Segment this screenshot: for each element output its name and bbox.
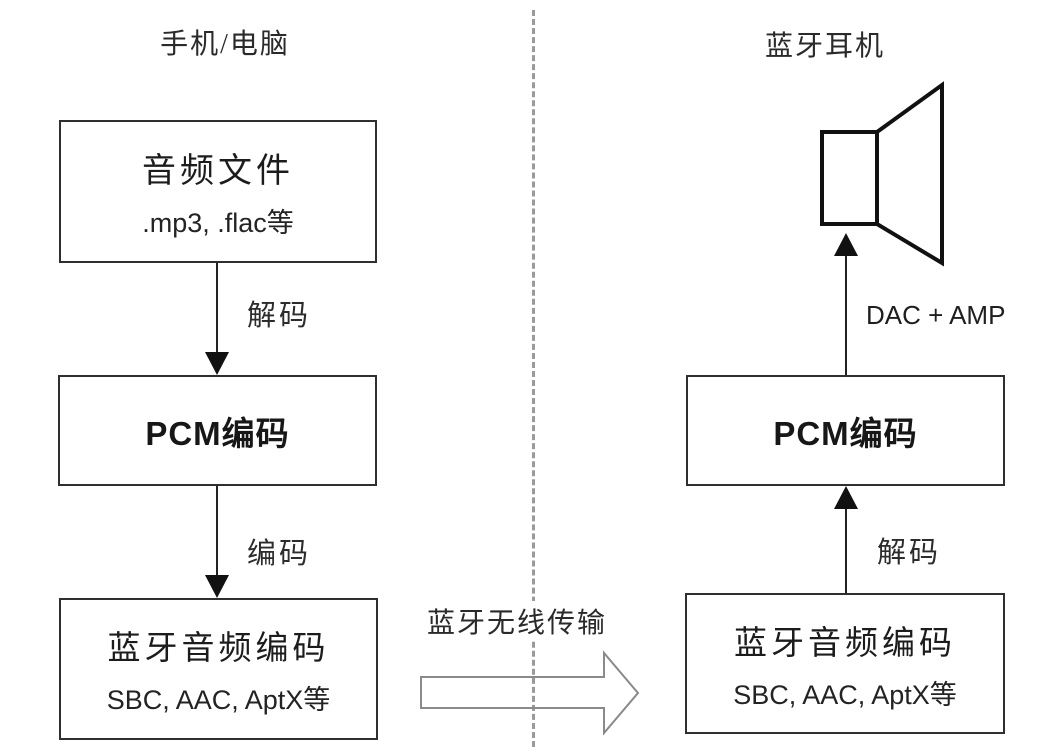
audio-file-box-title: 音频文件 bbox=[142, 153, 294, 190]
speaker-icon bbox=[820, 81, 944, 267]
decode-arrow-head-icon bbox=[205, 352, 229, 375]
pcm-box-left: PCM编码 bbox=[58, 375, 377, 486]
left-column-title: 手机/电脑 bbox=[160, 29, 290, 60]
pcm-box-right-title: PCM编码 bbox=[773, 414, 918, 452]
pcm-box-left-title: PCM编码 bbox=[145, 414, 290, 452]
bt-codec-box-left: 蓝牙音频编码 SBC, AAC, AptX等 bbox=[59, 598, 378, 740]
pcm-box-right: PCM编码 bbox=[686, 375, 1005, 486]
bt-codec-box-right-subtitle: SBC, AAC, AptX等 bbox=[733, 679, 957, 710]
encode-arrow-head-icon bbox=[205, 575, 229, 598]
dashed-divider-line bbox=[532, 10, 535, 747]
right-decode-arrow-line bbox=[845, 490, 847, 593]
right-decode-arrow-label: 解码 bbox=[877, 537, 942, 569]
audio-file-box: 音频文件 .mp3, .flac等 bbox=[59, 120, 377, 263]
right-decode-arrow-head-icon bbox=[834, 486, 858, 509]
encode-arrow-line bbox=[216, 486, 218, 578]
dac-amp-arrow-head-icon bbox=[834, 233, 858, 256]
bt-codec-box-right: 蓝牙音频编码 SBC, AAC, AptX等 bbox=[685, 593, 1005, 734]
decode-arrow-line bbox=[216, 263, 218, 355]
audio-file-box-subtitle: .mp3, .flac等 bbox=[142, 208, 294, 238]
bt-codec-box-left-subtitle: SBC, AAC, AptX等 bbox=[106, 685, 331, 715]
dac-amp-arrow-line bbox=[845, 237, 847, 375]
dac-amp-arrow-label: DAC + AMP bbox=[866, 300, 1006, 330]
encode-arrow-label: 编码 bbox=[247, 538, 312, 570]
block-arrow-right-icon bbox=[420, 650, 640, 736]
decode-arrow-label: 解码 bbox=[247, 300, 312, 332]
bt-codec-box-left-title: 蓝牙音频编码 bbox=[107, 631, 330, 667]
right-column-title: 蓝牙耳机 bbox=[764, 31, 885, 62]
bt-codec-box-right-title: 蓝牙音频编码 bbox=[734, 625, 956, 662]
wireless-transfer-label: 蓝牙无线传输 bbox=[421, 601, 614, 641]
